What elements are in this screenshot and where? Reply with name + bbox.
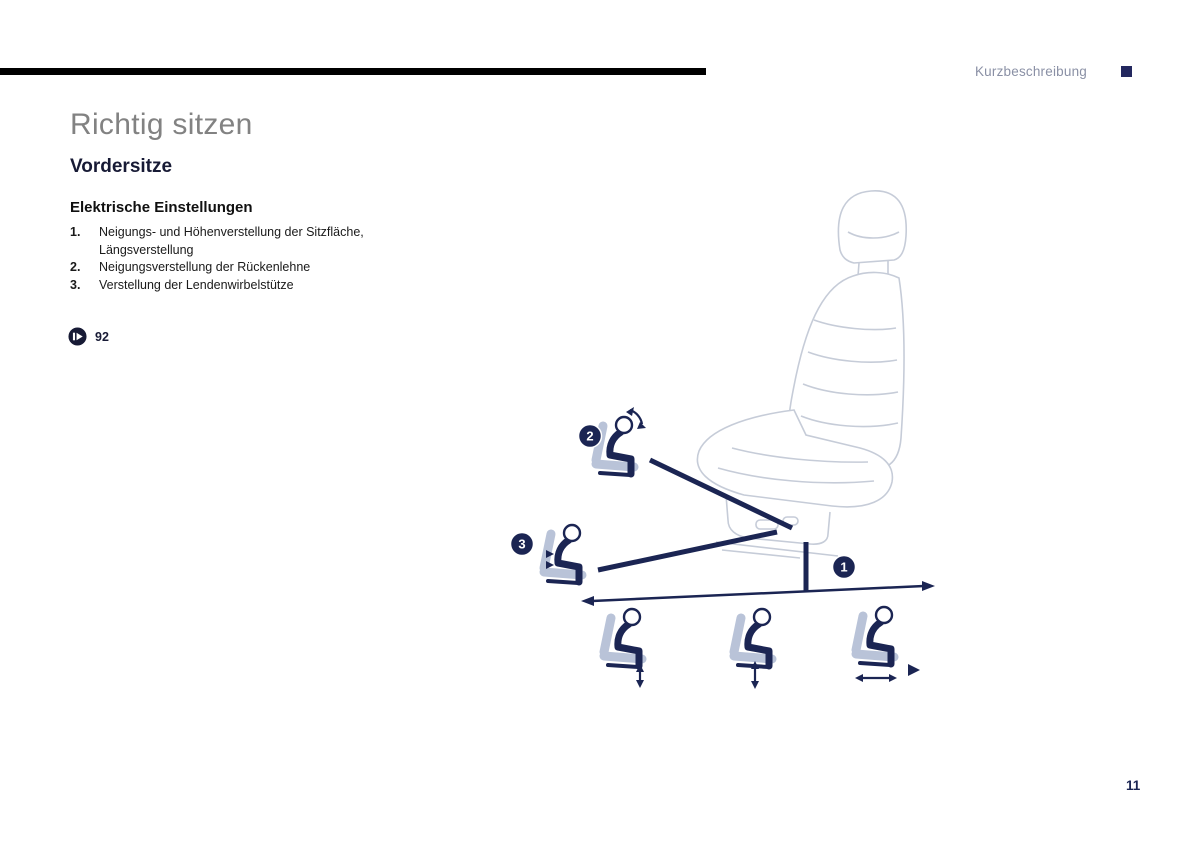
list-item: 1. Neigungs- und Höhenverstellung der Si… [70, 224, 400, 259]
callout-1-circle [831, 554, 857, 580]
callout-lines [591, 457, 925, 603]
callout-markers: 1 2 3 [509, 423, 857, 580]
list-item-text: Neigungs- und Höhenverstellung der Sitzf… [99, 225, 364, 257]
callout-3-label: 3 [518, 537, 525, 552]
callout-line-arrowheads [581, 581, 935, 606]
subtitle: Vordersitze [70, 156, 173, 177]
corner-square-icon [1121, 66, 1132, 77]
adjustment-arrows [546, 407, 920, 689]
page-reference: 92 [68, 327, 109, 346]
list-item-text: Verstellung der Lendenwirbelstütze [99, 277, 294, 292]
goto-page-icon [68, 327, 87, 346]
callout-1-label: 1 [840, 560, 847, 575]
list-item-number: 1. [70, 225, 81, 239]
top-rule [0, 68, 706, 75]
list-item: 3. Verstellung der Lendenwirbelstütze [70, 277, 400, 295]
list-item-number: 3. [70, 277, 81, 292]
page-number: 11 [1126, 778, 1141, 793]
adjustment-list: 1. Neigungs- und Höhenverstellung der Si… [70, 224, 400, 294]
list-item: 2. Neigungsverstellung der Rückenlehne [70, 259, 400, 277]
header-section-label: Kurzbeschreibung [974, 64, 1087, 79]
list-item-text: Neigungsverstellung der Rückenlehne [99, 260, 311, 274]
page-title: Richtig sitzen [70, 108, 253, 141]
page-reference-number: 92 [95, 329, 109, 344]
seat-illustration: 1 2 3 [509, 190, 935, 689]
callout-3-circle [509, 531, 535, 557]
seat-illustration-container: 1 2 3 [470, 170, 950, 720]
list-item-number: 2. [70, 260, 81, 274]
callout-2-circle [577, 423, 603, 449]
callout-2-label: 2 [586, 429, 593, 444]
seat-line-art [696, 190, 907, 559]
section-heading: Elektrische Einstellungen [70, 199, 253, 216]
